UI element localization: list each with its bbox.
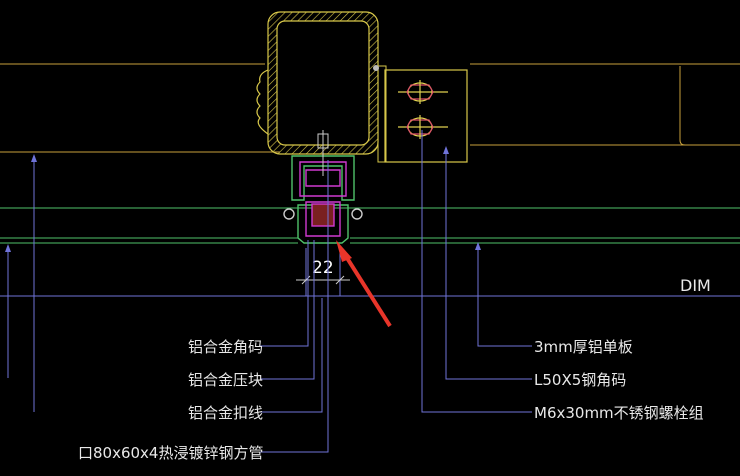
leader-lines-right	[421, 130, 532, 413]
leader-lines-left	[5, 154, 329, 453]
labels-right: 3mm厚铝单板 L50X5钢角码 M6x30mm不锈钢螺栓组	[534, 338, 704, 422]
red-pointer-arrow	[336, 240, 392, 328]
label-steel-square-tube: 口80x60x4热浸镀锌钢方管	[78, 444, 263, 462]
label-aluminum-corner-code: 铝合金角码	[188, 338, 263, 356]
steel-square-tube	[256, 11, 379, 155]
labels-left: 铝合金角码 铝合金压块 铝合金扣线 口80x60x4热浸镀锌钢方管	[78, 338, 263, 462]
steel-angle-bracket	[373, 65, 468, 163]
label-aluminum-press-block: 铝合金压块	[188, 371, 263, 389]
label-aluminum-buckle-line: 铝合金扣线	[188, 404, 263, 422]
bolt-group	[398, 80, 448, 139]
label-stainless-bolt: M6x30mm不锈钢螺栓组	[534, 404, 704, 422]
dimension-22	[296, 248, 350, 296]
dim-layer-tag: DIM	[680, 276, 711, 295]
label-steel-angle: L50X5钢角码	[534, 371, 626, 389]
label-aluminum-sheet: 3mm厚铝单板	[534, 338, 633, 356]
aluminum-panel-lines	[0, 63, 740, 153]
extrusion-lines	[0, 207, 740, 244]
dimension-value: 22	[312, 258, 334, 278]
